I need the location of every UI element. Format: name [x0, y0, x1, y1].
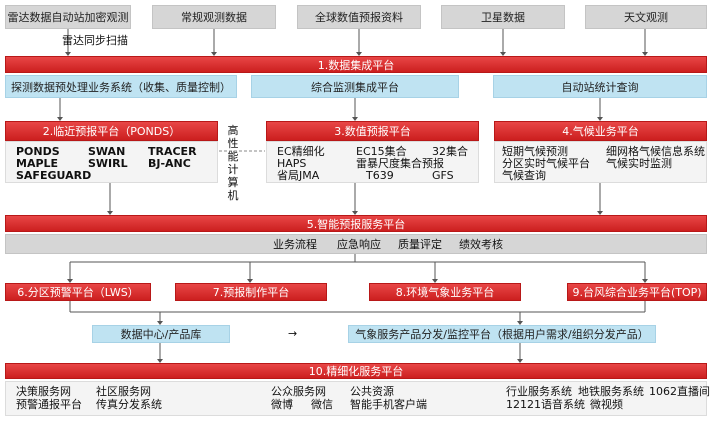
- platform2-item-maple: MAPLE: [16, 157, 59, 170]
- source-radar-box: 雷达数据自动站加密观测: [5, 5, 131, 29]
- platform4-title-bar: 4.气候业务平台: [494, 121, 707, 141]
- p10-12121-voice: 12121语音系统: [506, 398, 585, 411]
- platform7-bar: 7.预报制作平台: [175, 283, 327, 301]
- platform2-item-swirl: SWIRL: [88, 157, 128, 170]
- p10-1062-live: 1062直播间: [649, 385, 710, 398]
- p10-weibo: 微博: [271, 398, 293, 411]
- platform2-item-swan: SWAN: [88, 145, 126, 158]
- p10-industry-system: 行业服务系统: [506, 385, 572, 398]
- platform5-performance: 绩效考核: [459, 238, 503, 251]
- p10-metro-system: 地铁服务系统: [578, 385, 644, 398]
- p10-public-resources: 公共资源: [350, 385, 394, 398]
- platform1-preprocess-box: 探测数据预处理业务系统（收集、质量控制）: [5, 75, 237, 98]
- platform3-item-t639: T639: [366, 169, 394, 182]
- source-conventional-box: 常规观测数据: [152, 5, 276, 29]
- platform4-item-grid: 细网格气候信息系统: [606, 145, 705, 158]
- platform1-station-stats-box: 自动站统计查询: [493, 75, 707, 98]
- platform3-item-ec15: EC15集合: [356, 145, 407, 158]
- p10-public-web: 公众服务网: [271, 385, 326, 398]
- platform4-item-monitor: 气候实时监测: [606, 157, 672, 170]
- source-satellite-box: 卫星数据: [441, 5, 565, 29]
- platform5-sub-bar: 业务流程 应急响应 质量评定 绩效考核: [5, 234, 707, 254]
- platform3-item-jma: 省局JMA: [277, 169, 320, 182]
- platform3-item-gfs: GFS: [432, 169, 454, 182]
- platform2-item-bjanc: BJ-ANC: [148, 157, 191, 170]
- platform1-monitor-box: 综合监测集成平台: [251, 75, 459, 98]
- p10-decision-web: 决策服务网: [16, 385, 71, 398]
- platform4-item-query: 气候查询: [502, 169, 546, 182]
- radar-sync-label: 雷达同步扫描: [62, 34, 128, 47]
- source-global-nwp-box: 全球数值预报资料: [297, 5, 421, 29]
- platform2-item-ponds: PONDS: [16, 145, 60, 158]
- hpc-dash-line: [219, 150, 265, 152]
- p10-warning-platform: 预警通报平台: [16, 398, 82, 411]
- platform9-bar: 9.台风综合业务平台(TOP): [567, 283, 707, 301]
- platform3-item-ec-fine: EC精细化: [277, 145, 325, 158]
- p10-community-web: 社区服务网: [96, 385, 151, 398]
- platform10-panel: [5, 381, 707, 416]
- p10-mobile-client: 智能手机客户端: [350, 398, 427, 411]
- source-astronomy-box: 天文观测: [585, 5, 707, 29]
- platform2-item-safeguard: SAFEGUARD: [16, 169, 92, 182]
- p10-fax-system: 传真分发系统: [96, 398, 162, 411]
- flow-arrow: →: [288, 327, 298, 340]
- platform5-quality: 质量评定: [398, 238, 442, 251]
- platform3-item-storm: 雷暴尺度集合预报: [356, 157, 444, 170]
- platform3-panel: [266, 141, 479, 183]
- platform1-title-bar: 1.数据集成平台: [5, 56, 707, 73]
- distribution-platform-box: 气象服务产品分发/监控平台（根据用户需求/组织分发产品）: [348, 325, 656, 343]
- platform6-bar: 6.分区预警平台（LWS）: [5, 283, 151, 301]
- platform5-emergency: 应急响应: [337, 238, 381, 251]
- p10-wechat: 微信: [311, 398, 333, 411]
- platform3-item-haps: HAPS: [277, 157, 307, 170]
- p10-micro-video: 微视频: [590, 398, 623, 411]
- platform2-title-bar: 2.临近预报平台（PONDS）: [5, 121, 218, 141]
- platform4-item-short-term: 短期气候预测: [502, 145, 568, 158]
- data-center-box: 数据中心/产品库: [92, 325, 230, 343]
- platform4-panel: [494, 141, 707, 183]
- platform2-item-tracer: TRACER: [148, 145, 197, 158]
- hpc-label: 高性能计算机: [227, 124, 239, 202]
- platform4-item-regional: 分区实时气候平台: [502, 157, 590, 170]
- platform10-title-bar: 10.精细化服务平台: [5, 363, 707, 379]
- platform8-bar: 8.环境气象业务平台: [369, 283, 521, 301]
- platform3-title-bar: 3.数值预报平台: [266, 121, 479, 141]
- platform2-panel: [5, 141, 218, 183]
- platform3-item-32: 32集合: [432, 145, 468, 158]
- platform5-workflow: 业务流程: [273, 238, 317, 251]
- platform5-title-bar: 5.智能预报服务平台: [5, 215, 707, 232]
